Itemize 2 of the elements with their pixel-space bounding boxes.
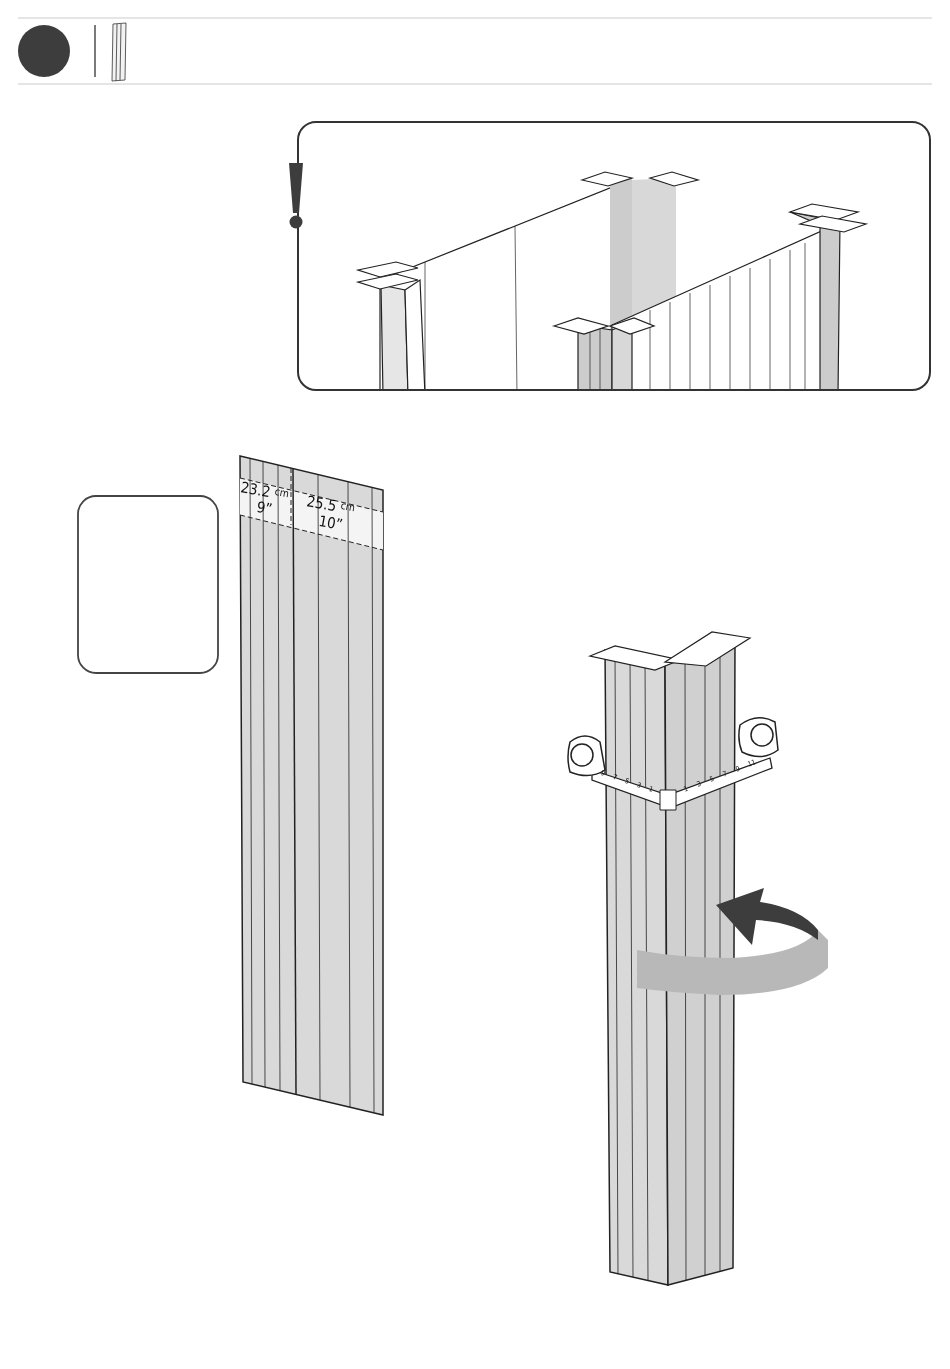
dimension-label: 9” (255, 500, 274, 518)
dimension-label: 10” (317, 514, 344, 533)
